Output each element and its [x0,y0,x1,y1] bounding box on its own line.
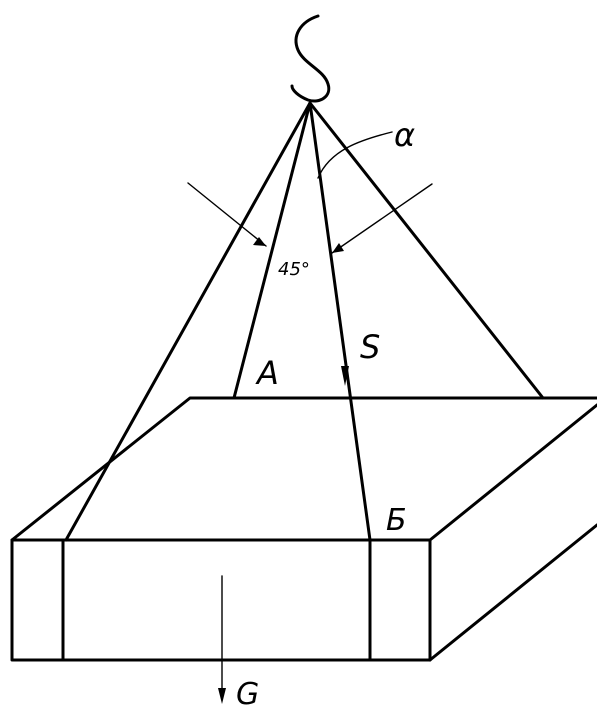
weight-label: G [236,677,259,707]
rope-to-point-a [232,101,312,400]
alpha-label: α [394,116,415,154]
box-top-back-edges [10,396,597,542]
box-bottom-right-edge [428,523,597,662]
box-front-face [10,538,432,662]
angle-arrow-right [331,183,433,254]
weight-arrowhead [218,688,226,704]
angle-label: 45° [278,259,310,280]
point-b-label: Б [386,503,407,538]
cargo-box [10,396,597,662]
angle-arrow-right-head [332,243,344,253]
sling-ropes [64,101,545,542]
point-a-label: A [255,354,279,392]
rope-right-back [308,101,545,400]
rope-force-label: S [360,328,380,366]
rope-to-point-b [308,101,372,542]
rope-left-front [64,101,312,542]
angle-arrow-left [187,182,267,247]
alpha-leader-line [317,131,393,179]
angle-arrow-left-head [253,237,266,246]
crane-hook [290,14,331,103]
box-top-right-edge [428,403,597,542]
rope-force-arrowhead [341,366,349,386]
